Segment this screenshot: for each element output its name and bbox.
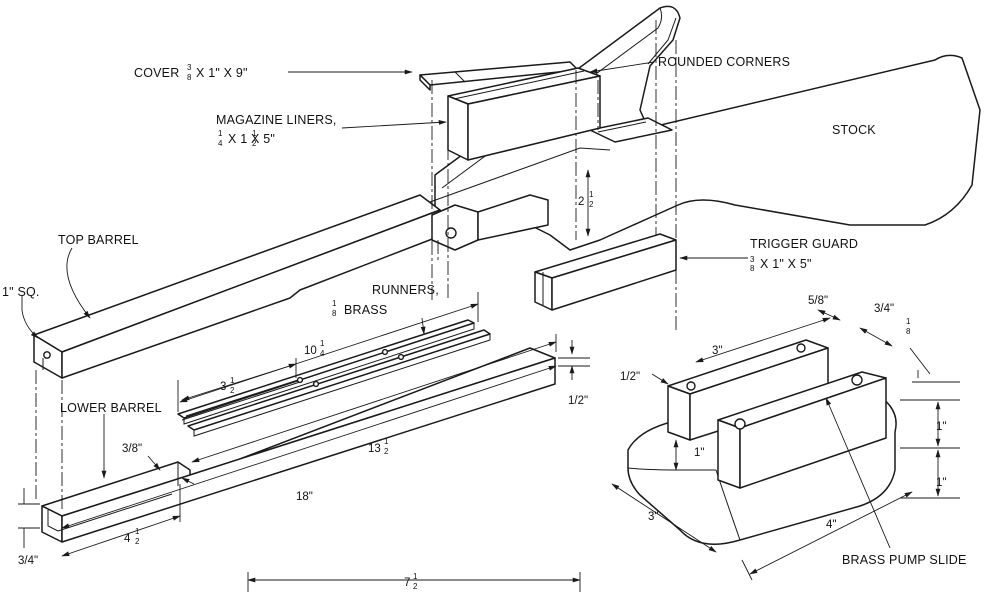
dim-3-4-left: 3/4" — [18, 555, 38, 567]
dim-4-half: 4 — [124, 533, 131, 545]
dim-2-half-num: 1 — [589, 190, 594, 199]
center-lines — [35, 20, 677, 510]
trigger-guard-label: TRIGGER GUARD — [750, 237, 858, 251]
dim-7-half-num: 1 — [413, 572, 418, 581]
dim-3-half: 3 — [220, 381, 226, 393]
ps-frac-num: 1 — [906, 317, 911, 326]
ps-dim-3-base: 3" — [648, 511, 658, 523]
runners-frac-den: 8 — [332, 309, 337, 318]
dim-10-quarter: 10 — [304, 345, 317, 357]
dim-2-half-den: 2 — [589, 200, 594, 209]
ps-dim-3: 3" — [712, 345, 722, 357]
magazine-frac-b-den: 2 — [252, 139, 257, 148]
rounded-corners-label: ROUNDED CORNERS — [658, 55, 790, 69]
dim-7-half: 7 — [404, 577, 410, 589]
brass-pump-slide-label: BRASS PUMP SLIDE — [842, 553, 967, 567]
ps-frac-den: 8 — [906, 327, 911, 336]
dim-13-half-den: 2 — [384, 447, 389, 456]
one-sq-label: 1" SQ. — [2, 285, 40, 299]
ps-dim-1-a: 1" — [936, 421, 946, 433]
dim-7-half-den: 2 — [413, 582, 418, 591]
magazine-liners-label: MAGAZINE LINERS, — [216, 113, 337, 127]
trigger-frac-den: 8 — [750, 264, 755, 273]
dim-2-half: 2 — [578, 196, 584, 208]
ps-dim-1-b: 1" — [936, 477, 946, 489]
dim-3-8: 3/8" — [122, 443, 142, 455]
top-barrel-part — [33, 194, 549, 379]
dim-10-quarter-den: 4 — [320, 349, 325, 358]
cover-frac-num: 3 — [187, 63, 192, 72]
dim-13-half: 13 — [368, 443, 381, 455]
dim-3-half-den: 2 — [230, 386, 235, 395]
runners-frac-num: 1 — [332, 299, 337, 308]
stock-label: STOCK — [832, 123, 876, 137]
ps-dim-3-4: 3/4" — [874, 303, 894, 315]
dim-18: 18" — [296, 491, 313, 503]
dim-4-half-num: 1 — [135, 527, 140, 536]
ps-dim-4: 4" — [826, 519, 836, 531]
labels: COVER 3 8 X 1" X 9" ROUNDED CORNERS MAGA… — [2, 55, 967, 591]
cover-label: COVER — [134, 66, 179, 80]
dim-13-half-num: 1 — [384, 437, 389, 446]
dim-3-half-num: 1 — [230, 376, 235, 385]
magazine-frac-a-num: 1 — [218, 129, 223, 138]
ps-dim-1-c: 1" — [694, 447, 704, 459]
dimension-lines — [18, 61, 960, 592]
magazine-frac-b-num: 1 — [252, 129, 257, 138]
trigger-frac-num: 3 — [750, 255, 755, 264]
magazine-frac-a-den: 4 — [218, 139, 223, 148]
trigger-guard-part — [534, 233, 677, 311]
runners-label: RUNNERS, — [372, 283, 439, 297]
cover-frac-den: 8 — [187, 73, 192, 82]
stock — [429, 5, 981, 251]
dim-half-right: 1/2" — [568, 395, 588, 407]
dim-10-quarter-num: 1 — [320, 339, 325, 348]
magazine-dims-label: X 1 X 5" — [228, 132, 275, 146]
ps-dim-5-8: 5/8" — [808, 295, 828, 307]
dim-4-half-den: 2 — [135, 537, 140, 546]
brass-pump-slide-part — [627, 339, 897, 545]
cover-dims-label: X 1" X 9" — [196, 66, 248, 80]
lower-barrel-label: LOWER BARREL — [60, 401, 162, 415]
runners-material-label: BRASS — [344, 303, 387, 317]
top-barrel-label: TOP BARREL — [58, 233, 139, 247]
trigger-dims-label: X 1" X 5" — [760, 257, 812, 271]
ps-dim-half: 1/2" — [620, 371, 640, 383]
